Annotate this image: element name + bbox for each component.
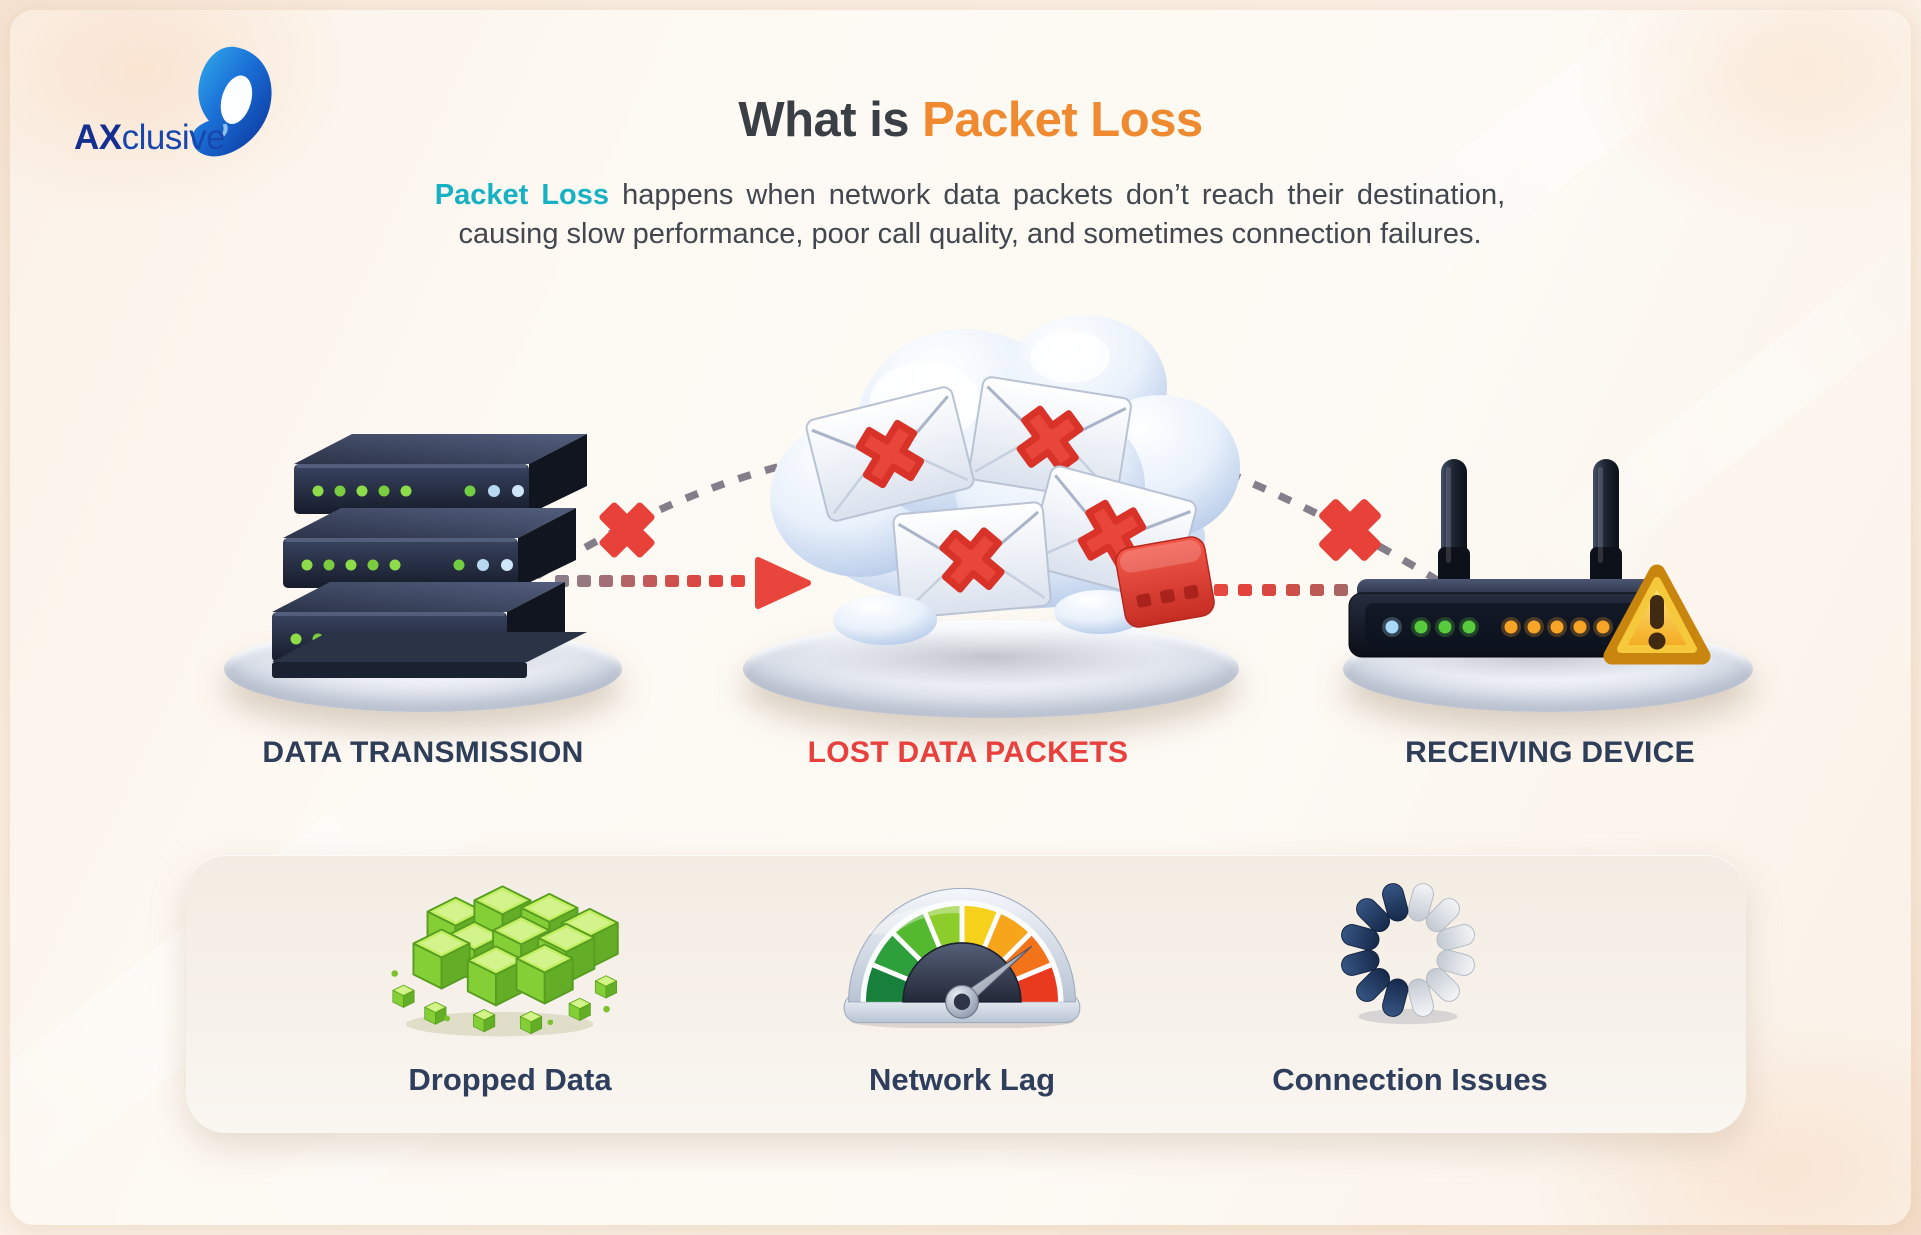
stage-label-data-transmission: DATA TRANSMISSION	[262, 736, 584, 769]
page-description: Packet Loss happens when network data pa…	[320, 176, 1620, 254]
description-line-2: causing slow performance, poor call qual…	[458, 218, 1482, 250]
cloud-base-puff	[833, 595, 937, 645]
description-line-1: Packet Loss happens when network data pa…	[320, 176, 1620, 215]
server-stack-illustration	[272, 434, 587, 678]
title-prefix: What is	[738, 93, 923, 147]
brand-name: AXclusive	[74, 118, 226, 158]
description-line1-rest: happens when network data packets don’t …	[609, 179, 1506, 211]
router-antenna	[1438, 459, 1470, 587]
platform-lost-packets	[743, 620, 1239, 718]
infographic-canvas: AXclusive What is Packet Loss Packet Los…	[10, 10, 1911, 1225]
green-cubes-icon	[391, 885, 619, 1037]
cloud-lost-packets-illustration	[770, 315, 1240, 645]
warning-icon	[1603, 564, 1711, 665]
speedometer-icon	[843, 887, 1081, 1028]
page-title: What is Packet Loss	[10, 92, 1911, 148]
title-highlight: Packet Loss	[922, 93, 1203, 147]
brand-name-bold: AX	[74, 118, 122, 157]
server-base-slab	[272, 632, 587, 662]
router-illustration	[1348, 459, 1711, 665]
effect-label-connection-issues: Connection Issues	[1272, 1062, 1548, 1097]
loading-spinner-icon	[1338, 880, 1478, 1025]
effect-label-dropped-data: Dropped Data	[408, 1062, 612, 1097]
brand-logo: AXclusive	[72, 44, 302, 164]
router-body	[1348, 579, 1662, 658]
effect-label-network-lag: Network Lag	[868, 1062, 1056, 1097]
description-highlight: Packet Loss	[434, 179, 610, 211]
router-antenna	[1590, 459, 1622, 587]
red-packet-cube-icon	[1115, 536, 1215, 628]
stage-label-lost-data-packets: LOST DATA PACKETS	[807, 736, 1129, 769]
stage-label-receiving-device: RECEIVING DEVICE	[1405, 736, 1695, 769]
brand-name-rest: clusive	[121, 118, 226, 157]
